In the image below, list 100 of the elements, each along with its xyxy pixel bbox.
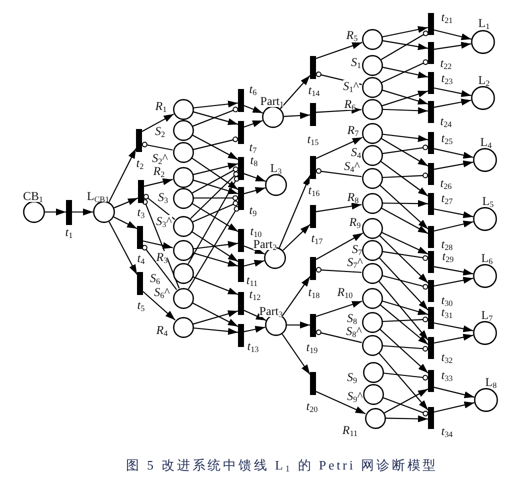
inhibitor-arc bbox=[380, 30, 428, 60]
arrow bbox=[192, 302, 238, 327]
transition-label: t$_{2}$ bbox=[136, 157, 144, 169]
place-circle bbox=[362, 312, 382, 332]
place-label: L$_{8}$ bbox=[485, 376, 497, 388]
place-label: S$_{1}$^ bbox=[343, 80, 359, 92]
place-circle bbox=[474, 388, 498, 412]
place-circle bbox=[473, 207, 497, 231]
place-circle bbox=[362, 28, 382, 50]
transition-label: t$_{6}$ bbox=[249, 83, 257, 95]
arrow bbox=[114, 216, 138, 230]
arrow bbox=[45, 208, 66, 216]
arrow bbox=[108, 148, 136, 202]
place-label: R$_{1}$ bbox=[155, 100, 167, 112]
place-circle bbox=[362, 362, 384, 382]
transition-label: t$_{15}$ bbox=[307, 133, 319, 145]
place-label: S$_{7}$^ bbox=[347, 256, 363, 268]
arrow bbox=[434, 87, 472, 98]
arrow bbox=[193, 100, 238, 108]
transition-bar bbox=[428, 42, 434, 64]
place-label: R$_{2}$ bbox=[153, 165, 165, 177]
arrow bbox=[434, 402, 474, 413]
arrow bbox=[192, 276, 238, 296]
transition-bar bbox=[428, 251, 434, 273]
place-label: R$_{3}$ bbox=[156, 251, 168, 263]
place-circle bbox=[172, 288, 194, 308]
arrow bbox=[379, 234, 428, 284]
arrow bbox=[434, 266, 474, 276]
transition-bar bbox=[238, 88, 244, 112]
place-label: S$_{6}$^ bbox=[154, 286, 170, 298]
transition-label: t$_{32}$ bbox=[441, 351, 453, 363]
arrow bbox=[385, 415, 428, 422]
place-circle bbox=[172, 262, 194, 284]
transition-label: t$_{25}$ bbox=[441, 132, 453, 144]
transition-bar bbox=[310, 314, 316, 336]
transition-bar bbox=[238, 186, 244, 210]
inhibitor-arc bbox=[382, 345, 428, 352]
transition-label: t$_{7}$ bbox=[249, 141, 257, 153]
transition-label: t$_{1}$ bbox=[65, 226, 73, 238]
arrow bbox=[316, 300, 362, 318]
place-circle bbox=[362, 76, 382, 98]
place-label: S$_{7}$ bbox=[352, 243, 362, 255]
inhibitor-arc bbox=[188, 176, 240, 264]
place-circle bbox=[93, 201, 115, 223]
inhibitor-arc bbox=[382, 172, 428, 178]
transition-bar bbox=[428, 407, 434, 429]
arrow bbox=[192, 310, 238, 325]
place-circle bbox=[362, 98, 382, 120]
arrow bbox=[434, 98, 472, 108]
inhibitor-arc bbox=[192, 166, 238, 194]
inhibitor-arc bbox=[142, 199, 180, 288]
place-circle bbox=[172, 98, 194, 120]
place-label: R$_{4}$ bbox=[156, 324, 168, 336]
inhibitor-arc bbox=[383, 372, 428, 380]
arrow bbox=[379, 184, 428, 230]
arrow bbox=[434, 276, 474, 287]
arrow bbox=[142, 114, 174, 132]
arrow bbox=[244, 105, 263, 114]
place-label: R$_{7}$ bbox=[347, 124, 359, 136]
transition-label: t$_{30}$ bbox=[441, 294, 453, 306]
arrow bbox=[384, 388, 428, 414]
transition-label: t$_{28}$ bbox=[441, 238, 453, 250]
arrow bbox=[316, 391, 366, 414]
place-label: R$_{5}$ bbox=[346, 29, 358, 41]
place-label: R$_{8}$ bbox=[347, 191, 359, 203]
arrow bbox=[316, 202, 362, 212]
transition-label: t$_{4}$ bbox=[137, 252, 145, 264]
place-circle bbox=[471, 86, 495, 110]
place-circle bbox=[362, 240, 382, 260]
transition-label: t$_{33}$ bbox=[441, 369, 453, 381]
place-circle bbox=[364, 408, 386, 428]
arrow bbox=[244, 326, 266, 333]
transition-label: t$_{18}$ bbox=[308, 286, 320, 298]
transition-bar bbox=[428, 101, 434, 123]
arrow bbox=[244, 310, 266, 321]
arrow bbox=[282, 334, 310, 375]
inhibitor-arc bbox=[382, 144, 428, 154]
place-label: L$_{2}$ bbox=[478, 74, 490, 86]
place-label: S$_{9}$^ bbox=[347, 390, 363, 402]
inhibitor-arc bbox=[316, 72, 362, 86]
transition-bar bbox=[310, 256, 316, 280]
transition-bar bbox=[238, 258, 244, 282]
arrow bbox=[244, 120, 263, 128]
transition-bar bbox=[428, 307, 434, 329]
transition-bar bbox=[66, 200, 72, 224]
arrow bbox=[378, 352, 428, 410]
transition-bar bbox=[310, 372, 316, 394]
place-circle bbox=[172, 142, 194, 162]
place-label: L$_{7}$ bbox=[481, 309, 493, 321]
arrow bbox=[434, 386, 474, 398]
transition-label: t$_{10}$ bbox=[250, 225, 262, 237]
transition-bar bbox=[428, 370, 434, 392]
place-circle bbox=[362, 218, 382, 238]
place-label: S$_{2}$^ bbox=[152, 152, 168, 164]
transition-label: t$_{9}$ bbox=[249, 204, 257, 216]
transition-bar bbox=[428, 193, 434, 215]
arrow bbox=[192, 203, 238, 232]
inhibitor-arc bbox=[194, 195, 238, 201]
arrow bbox=[114, 198, 138, 208]
arrow bbox=[192, 111, 238, 126]
